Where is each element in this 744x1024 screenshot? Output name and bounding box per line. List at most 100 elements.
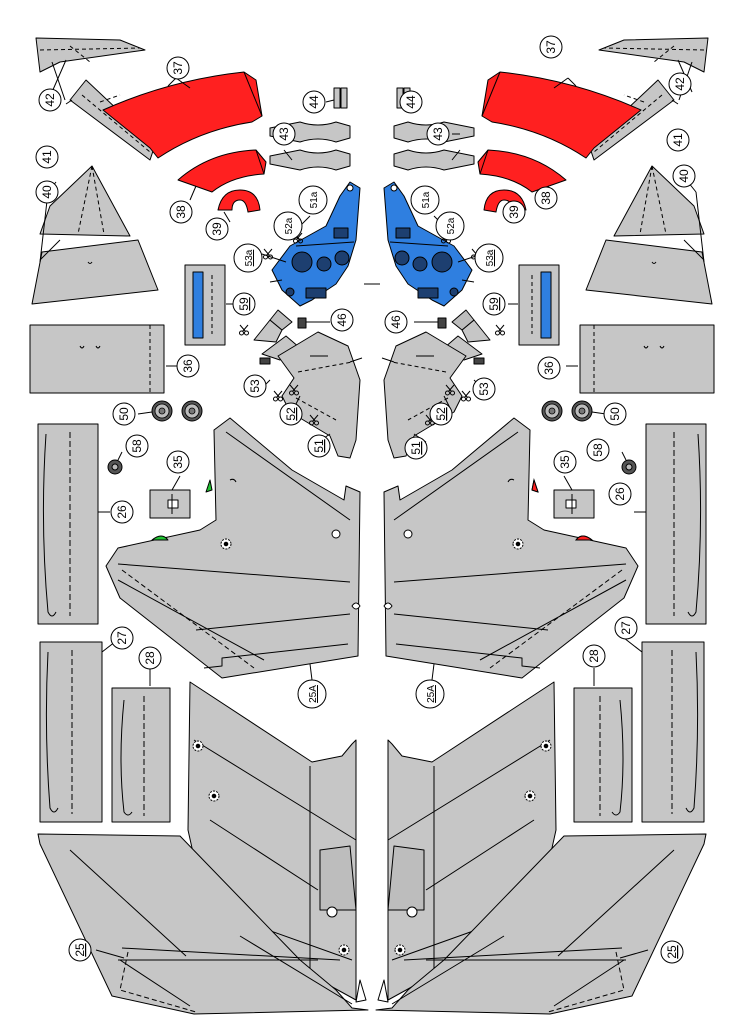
part-label-52: 52 [429,402,453,426]
part-label-50: 50 [112,402,136,426]
part-36 [29,324,165,394]
part-40-band [31,239,159,305]
part-37-red-band [102,71,263,159]
part-number-text: 37 [544,40,558,54]
part-number-text: 28 [587,649,601,663]
part-number-text: 44 [307,95,321,109]
part-number-text: 51 [312,439,326,453]
part-number-text: 40 [40,185,54,199]
part-number-text: 38 [174,205,188,219]
part-label-25A: 25A [415,679,445,709]
part-number-text: 46 [389,315,403,329]
part-44 [333,87,348,109]
part-number-text: 38 [539,191,553,205]
part-label-42: 42 [38,88,62,112]
part-38-red-band [177,149,267,193]
part-51a-52a-53a-blue [271,181,361,307]
part-number-text: 42 [673,77,687,91]
right-red-lights [531,478,594,541]
part-label-46: 46 [384,310,408,334]
part-number-text: 58 [591,443,605,457]
part-number-text: 52 [434,407,448,421]
part-28 [111,687,171,823]
part-fuselage-side [187,681,357,1001]
part-number-text: 25A [426,685,437,703]
part-number-text: 59 [237,297,251,311]
wheel-icon [181,400,203,422]
right-parts-group-mirrored [366,38,714,1014]
part-number-text: 40 [677,169,691,183]
part-label-38: 38 [169,200,193,224]
part-number-text: 35 [171,455,185,469]
part-number-text: 50 [608,407,622,421]
part-number-text: 51 [409,441,423,455]
part-number-text: 53 [477,382,491,396]
part-label-51a: 51a [410,185,440,215]
part-number-text: 51a [421,191,432,208]
part-number-text: 26 [613,487,627,501]
part-label-26: 26 [608,482,632,506]
part-label-42: 42 [668,72,692,96]
part-number-text: 59 [487,297,501,311]
part-number-text: 50 [117,407,131,421]
part-number-text: 39 [210,222,224,236]
part-number-text: 27 [619,621,633,635]
part-label-40: 40 [35,180,59,204]
part-27 [39,641,103,823]
left-parts-group [29,37,378,1015]
part-number-text: 36 [181,359,195,373]
part-number-text: 52a [446,217,457,234]
part-label-46: 46 [330,308,354,332]
part-label-37: 37 [166,56,190,80]
part-number-text: 43 [277,127,291,141]
part-25A-wing [105,417,361,679]
part-label-53: 53 [472,377,496,401]
part-label-27: 27 [614,616,638,640]
part-46 [253,309,307,365]
part-label-25: 25 [660,940,684,964]
part-label-53a: 53a [474,243,504,273]
part-26 [37,423,99,625]
part-label-26: 26 [110,500,134,524]
part-number-text: 39 [507,205,521,219]
part-label-59: 59 [482,292,506,316]
part-label-59: 59 [232,292,256,316]
part-number-text: 46 [335,313,349,327]
part-59 [184,264,226,346]
part-label-27: 27 [110,626,134,650]
part-label-41: 41 [666,128,690,152]
part-number-text: 58 [130,439,144,453]
part-number-text: 43 [431,127,445,141]
part-label-43: 43 [272,122,296,146]
part-label-41: 41 [35,145,59,169]
part-label-37: 37 [539,35,563,59]
part-label-51: 51 [404,436,428,460]
part-number-text: 26 [115,505,129,519]
part-label-50: 50 [603,402,627,426]
part-number-text: 37 [171,61,185,75]
part-label-38: 38 [534,186,558,210]
part-number-text: 28 [143,651,157,665]
part-label-52: 52 [279,402,303,426]
part-number-text: 41 [40,150,54,164]
part-label-28: 28 [582,644,606,668]
part-number-text: 53 [248,379,262,393]
part-label-35: 35 [166,450,190,474]
part-label-58: 58 [586,438,610,462]
part-label-44: 44 [399,90,423,114]
part-number-text: 52 [284,407,298,421]
part-label-43: 43 [426,122,450,146]
part-number-text: 25 [73,943,87,957]
part-label-39: 39 [502,200,526,224]
part-39-red-ring [217,189,261,213]
part-51-52-53 [277,331,361,459]
part-label-58: 58 [125,434,149,458]
part-number-text: 53a [244,249,255,266]
part-41-cone [39,165,131,237]
part-number-text: 52a [284,217,295,234]
part-number-text: 35 [558,455,572,469]
part-label-52a: 52a [435,211,465,241]
part-number-text: 44 [404,95,418,109]
part-number-text: 41 [671,133,685,147]
part-number-text: 42 [43,93,57,107]
